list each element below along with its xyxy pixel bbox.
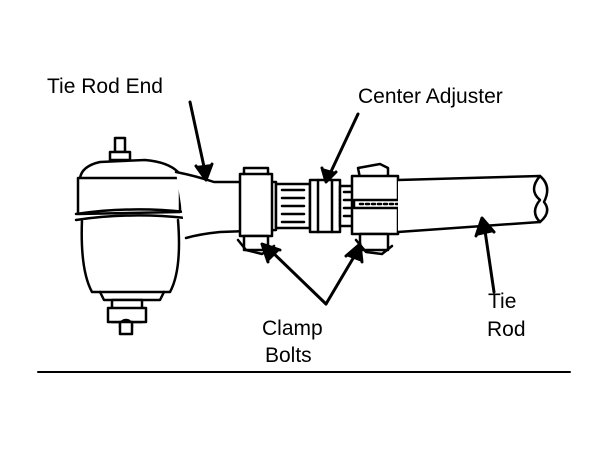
- tie-rod-tube: [396, 174, 549, 234]
- right-clamp-part: [350, 162, 412, 256]
- label-clamp-line-1: Clamp: [262, 317, 323, 340]
- left-threaded-sleeve: [274, 182, 312, 230]
- label-center-adjuster: Center Adjuster: [358, 85, 503, 108]
- leader-arrows: [188, 100, 496, 306]
- label-tie-line-1: Tie: [488, 290, 517, 313]
- label-rod-line-2: Rod: [487, 318, 526, 341]
- left-clamp-part: [236, 166, 276, 256]
- center-adjuster-part: [308, 178, 342, 234]
- label-tie-rod-end: Tie Rod End: [47, 75, 163, 98]
- label-clamp-line-2: Bolts: [265, 344, 312, 367]
